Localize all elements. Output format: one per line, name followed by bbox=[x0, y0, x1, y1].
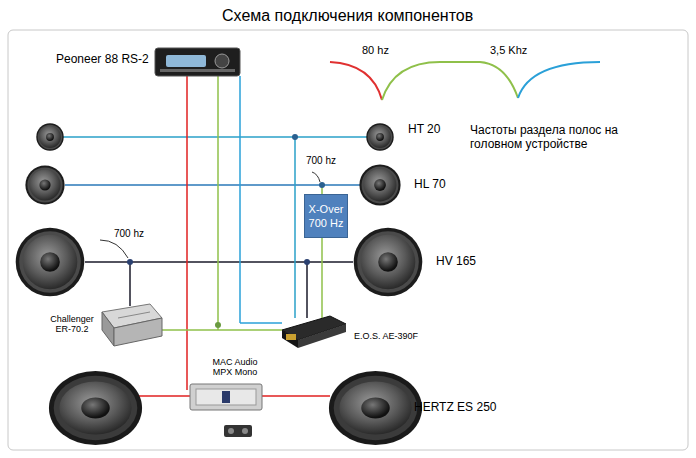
frequency-label: 80 hz bbox=[362, 44, 389, 57]
diagram-title: Схема подключения компонентов bbox=[222, 7, 473, 25]
device-name: Peoneer 88 RS-2 bbox=[56, 53, 149, 67]
amplifier-name: MAC Audio MPX Mono bbox=[204, 357, 266, 378]
frequency-label: 3,5 Khz bbox=[490, 44, 527, 57]
amplifier-name: E.O.S. AE-390F bbox=[354, 331, 418, 341]
speaker-name: HERTZ ES 250 bbox=[414, 401, 496, 415]
note-text: Частоты раздела полос на головном устрой… bbox=[470, 124, 620, 152]
frequency-label: 700 hz bbox=[306, 155, 336, 167]
box-label: X-Over 700 Hz bbox=[305, 202, 347, 231]
speaker-name: HV 165 bbox=[436, 255, 476, 269]
amplifier-name: Challenger ER-70.2 bbox=[44, 314, 100, 335]
frequency-label: 700 hz bbox=[114, 228, 144, 240]
speaker-name: HT 20 bbox=[408, 123, 440, 137]
speaker-name: HL 70 bbox=[414, 178, 446, 192]
crossover-box: X-Over 700 Hz bbox=[304, 194, 348, 238]
